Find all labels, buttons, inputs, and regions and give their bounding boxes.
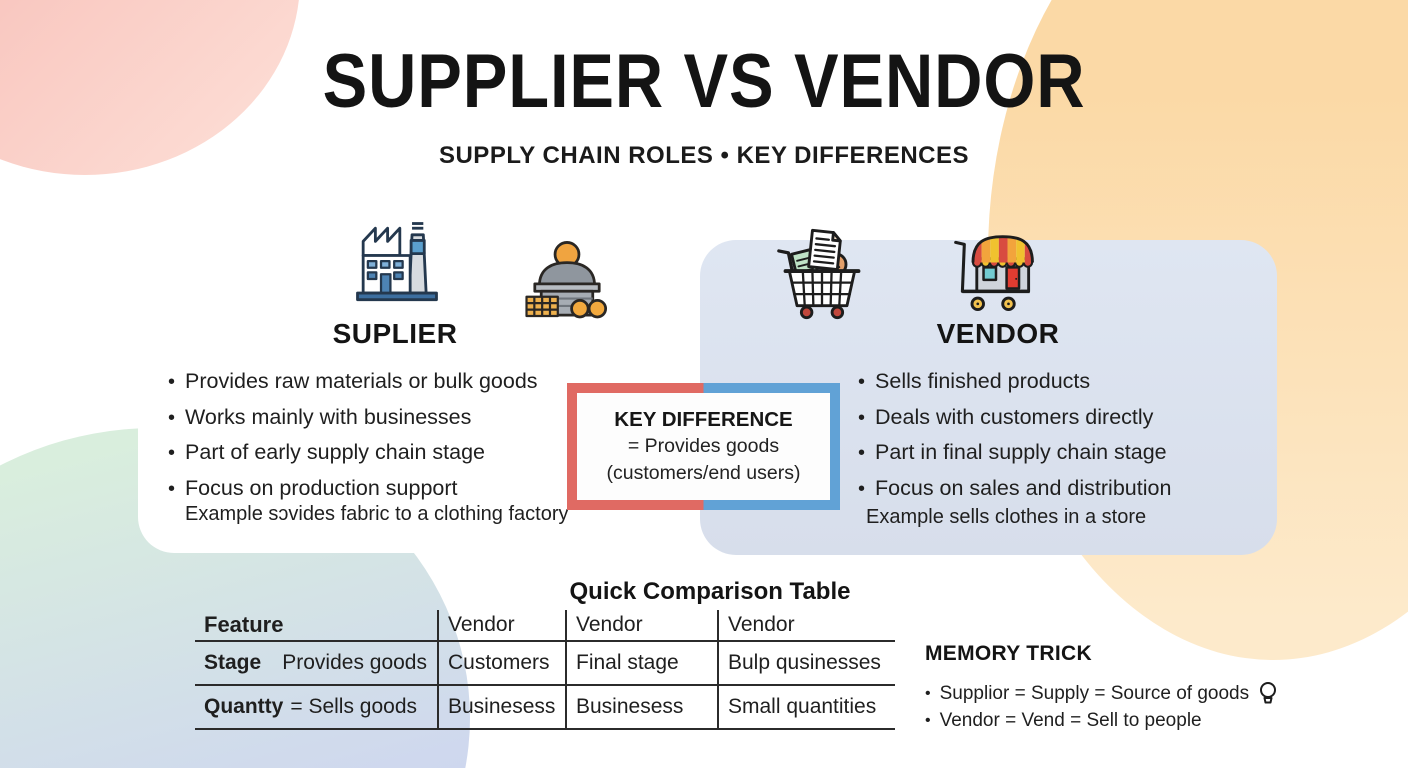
key-difference-inner: KEY DIFFERENCE = Provides goods (custome… <box>577 393 830 500</box>
page-subtitle: SUPPLY CHAIN ROLES • KEY DIFFERENCES <box>438 142 970 169</box>
table-cell: Businesess <box>437 686 565 728</box>
lightbulb-icon <box>1260 682 1277 704</box>
vendor-bullet: Focus on sales and distribution <box>858 471 1258 507</box>
key-difference-box: KEY DIFFERENCE = Provides goods (custome… <box>567 383 840 510</box>
table-feature-label: Quantty <box>204 695 284 718</box>
vendor-bullet-list: Sells finished products Deals with custo… <box>858 364 1258 506</box>
table-feature-value: Provides goods <box>282 651 427 674</box>
warehouse-icon <box>525 241 608 319</box>
comparison-table: Feature Vendor Vendor Vendor Stage Provi… <box>195 610 895 730</box>
table-cell: Final stage <box>565 642 717 684</box>
memory-trick-section: MEMORY TRICK Supplior = Supply = Source … <box>925 642 1277 734</box>
key-difference-line: = Provides goods <box>627 434 780 457</box>
memory-trick-item: Supplior = Supply = Source of goods <box>925 680 1277 707</box>
supplier-bullet: Focus on production support <box>168 471 588 507</box>
table-header-cell: Feature <box>204 612 284 637</box>
memory-trick-text: Supplior = Supply = Source of goods <box>939 683 1250 704</box>
vendor-bullet: Deals with customers directly <box>858 400 1258 436</box>
memory-trick-text: Vendor = Vend = Sell to people <box>939 710 1202 731</box>
supplier-bullet: Part of early supply chain stage <box>168 435 588 471</box>
table-header-row: Feature Vendor Vendor Vendor <box>195 610 895 642</box>
supplier-example: Example sɔvides fabric to a clothing fac… <box>185 503 569 525</box>
table-row: Quantty = Sells goods Businesess Busines… <box>195 686 895 730</box>
table-feature-value: = Sells goods <box>290 695 418 718</box>
table-cell: Small quantities <box>717 686 895 728</box>
supplier-heading: SUPLIER <box>332 318 458 349</box>
memory-trick-list: Supplior = Supply = Source of goods Vend… <box>925 680 1277 734</box>
table-feature-cell: Quantty = Sells goods <box>195 686 437 728</box>
supplier-bullet: Provides raw materials or bulk goods <box>168 364 588 400</box>
vendor-heading: VENDOR <box>936 318 1060 349</box>
vendor-bullet: Part in final supply chain stage <box>858 435 1258 471</box>
table-header-cell: Vendor <box>717 610 895 640</box>
shopping-cart-icon <box>777 228 861 320</box>
vendor-example: Example sells clothes in a store <box>866 506 1147 528</box>
page-title: SUPPLIER VS VENDOR <box>322 39 1086 124</box>
supplier-bullet: Works mainly with businesses <box>168 400 588 436</box>
store-cart-icon <box>954 235 1034 312</box>
table-cell: Bulp qusinesses <box>717 642 895 684</box>
table-row: Stage Provides goods Customers Final sta… <box>195 642 895 686</box>
table-feature-label: Stage <box>204 651 262 674</box>
table-header-cell: Vendor <box>565 610 717 640</box>
table-header-cell: Vendor <box>437 610 565 640</box>
comparison-table-title: Quick Comparison Table <box>569 578 851 605</box>
memory-trick-item: Vendor = Vend = Sell to people <box>925 707 1277 734</box>
table-cell: Customers <box>437 642 565 684</box>
vendor-bullet: Sells finished products <box>858 364 1258 400</box>
table-feature-cell: Stage Provides goods <box>195 642 437 684</box>
memory-trick-heading: MEMORY TRICK <box>925 642 1092 665</box>
key-difference-heading: KEY DIFFERENCE <box>614 407 793 431</box>
key-difference-line: (customers/end users) <box>606 461 801 484</box>
supplier-bullet-list: Provides raw materials or bulk goods Wor… <box>168 364 588 506</box>
table-cell: Businesess <box>565 686 717 728</box>
factory-icon <box>356 222 438 302</box>
